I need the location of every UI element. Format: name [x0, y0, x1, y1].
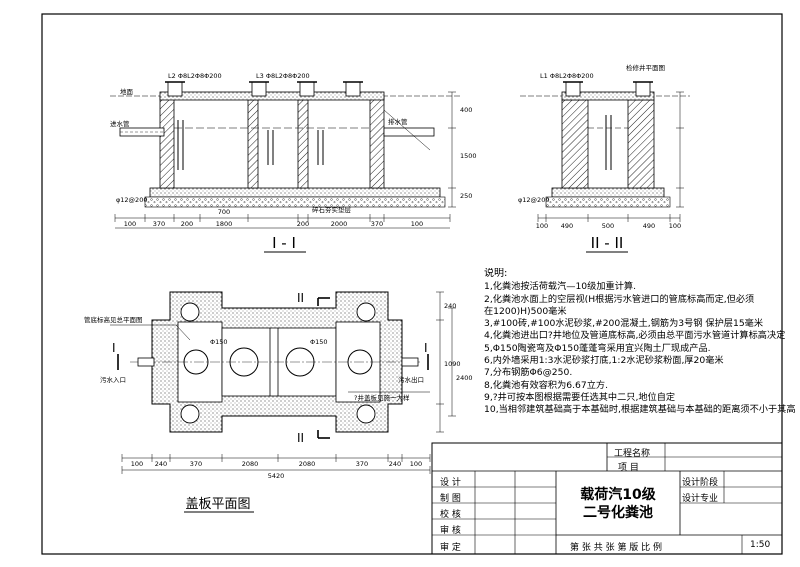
note-item: 10,当相邻建筑基础高于本基础时,根据建筑基础与本基础的距离须不小于其高差	[484, 404, 796, 416]
label-plan-right-note: ?井盖板见施一大样	[354, 393, 410, 402]
tb-row-draw: 制 图	[440, 494, 461, 504]
design-notes: 说明: 1,化粪池按活荷载汽—10级加重计算. 2,化粪池水面上的空层视(H根据…	[484, 268, 796, 417]
plan-title: 盖板平面图	[185, 497, 250, 512]
dim-s2-4: 100	[669, 222, 681, 230]
dim-s1-r0: 400	[460, 106, 472, 114]
dim-s1-0: 100	[124, 220, 136, 228]
note-item: 2,化粪池水面上的空层视(H根据污水管进口的管底标高而定,但必须	[484, 293, 755, 305]
dim-s1-r1: 1500	[460, 152, 477, 160]
dim-s1-6: 2000	[331, 220, 348, 228]
tb-scale: 1:50	[750, 540, 771, 550]
note-item: 5,Φ150陶瓷弯及Φ150蓬蓬弯采用宜兴陶土厂现成产品.	[484, 342, 711, 354]
tb-project-name: 工程名称	[614, 449, 651, 459]
label-inlet: 进水管	[110, 119, 130, 128]
dim-plan-3: 370	[190, 460, 202, 468]
label-pipe-a: Φ150	[210, 338, 228, 346]
section-i-title: I - I	[272, 234, 296, 252]
note-item: 7,分布钢筋Φ6@250.	[484, 367, 573, 379]
section-i-i	[110, 81, 460, 229]
section-ii-ii	[520, 81, 690, 222]
label-outlet-mouth: 污水出口	[398, 375, 424, 384]
note-item: 9,?井可按本图根据需要任选其中二只,地位自定	[484, 391, 676, 403]
label-top-right: L1 Φ8L2Φ8Φ200	[540, 72, 594, 80]
cut-ii-top: II	[297, 291, 304, 305]
dim-s2-3: 490	[643, 222, 655, 230]
tb-row-check: 校 核	[440, 510, 461, 520]
cover-plan-view	[110, 291, 456, 474]
dim-plan-7: 370	[356, 460, 368, 468]
dim-s1-3: 700	[218, 208, 230, 216]
note-item: 1,化粪池按活荷载汽—10级加重计算.	[484, 281, 637, 293]
label-cushion: 碎石夯实垫层	[312, 205, 352, 214]
note-item: 8,化粪池有效容积为6.67立方.	[484, 379, 609, 391]
notes-title: 说明:	[484, 268, 508, 279]
dim-s1-2: 200	[181, 220, 193, 228]
dim-plan-r3: 1090	[444, 360, 461, 368]
label-outlet: 排水管	[388, 117, 408, 126]
tb-drawing-title-2: 二号化粪池	[583, 505, 653, 521]
tb-footer: 第 张 共 张 第 版 比 例	[570, 543, 663, 553]
dim-s1-7: 370	[371, 220, 383, 228]
dim-plan-8: 240	[389, 460, 401, 468]
dim-plan-0: 100	[131, 460, 143, 468]
note-item: 在1200)H)500毫米	[484, 305, 567, 317]
label-inlet-mouth: 污水入口	[100, 375, 126, 384]
sheet-border	[41, 13, 783, 555]
cut-ii-bottom: II	[297, 431, 304, 445]
cut-i-left: I	[112, 341, 116, 355]
label-top-left: L2 Φ8L2Φ8Φ200	[168, 72, 222, 80]
note-item: 4,化粪池进出口?井地位及管道底标高,必须由总平面污水管道计算标高决定	[484, 330, 786, 342]
label-ground: 地面	[120, 87, 134, 96]
label-pipe-b: Φ150	[310, 338, 328, 346]
dim-s2-0: 100	[536, 222, 548, 230]
dim-plan-1: 240	[155, 460, 167, 468]
label-manhole: 检修井平面图	[626, 63, 665, 72]
dim-plan-total: 5420	[268, 472, 285, 480]
dim-plan-9: 100	[410, 460, 422, 468]
tb-drawing-title-1: 载荷汽10级	[580, 487, 656, 503]
label-slab-right: φ12@200	[518, 196, 549, 204]
cut-i-right: I	[424, 341, 428, 355]
diagram-text: I - I II - II 盖板平面图 II II I I L2 Φ8L2Φ8Φ…	[84, 63, 681, 513]
dim-s1-r2: 250	[460, 192, 472, 200]
dim-s1-4: 1800	[216, 220, 233, 228]
dim-plan-r4: 2400	[456, 374, 473, 382]
tb-row-review: 审 核	[440, 526, 461, 536]
dim-plan-4: 2080	[242, 460, 259, 468]
tb-design-major: 设计专业	[682, 494, 719, 504]
label-slab-left: φ12@200	[116, 196, 147, 204]
dim-s1-1: 370	[153, 220, 165, 228]
tb-design-stage: 设计阶段	[682, 478, 719, 488]
tb-row-approve: 审 定	[440, 543, 461, 553]
label-top-mid: L3 Φ8L2Φ8Φ200	[256, 72, 310, 80]
title-block	[431, 442, 783, 555]
note-item: 3,#100砖,#100水泥砂浆,#200混凝土,钢筋为3号钢 保护层15毫米	[484, 318, 764, 330]
tb-row-design: 设 计	[440, 478, 461, 488]
dim-plan-r0: 240	[444, 302, 456, 310]
dim-s1-8: 100	[411, 220, 423, 228]
dim-s2-2: 500	[602, 222, 614, 230]
dim-s1-5: 200	[297, 220, 309, 228]
dim-s2-1: 490	[561, 222, 573, 230]
section-ii-title: II - II	[591, 234, 624, 252]
note-item: 6,内外墙采用1:3水泥砂浆打底,1:2水泥砂浆粉面,厚20毫米	[484, 355, 724, 367]
tb-item: 项 目	[618, 463, 639, 473]
dim-plan-5: 2080	[299, 460, 316, 468]
label-plan-left-note: 管底标高见总平面图	[84, 315, 143, 324]
